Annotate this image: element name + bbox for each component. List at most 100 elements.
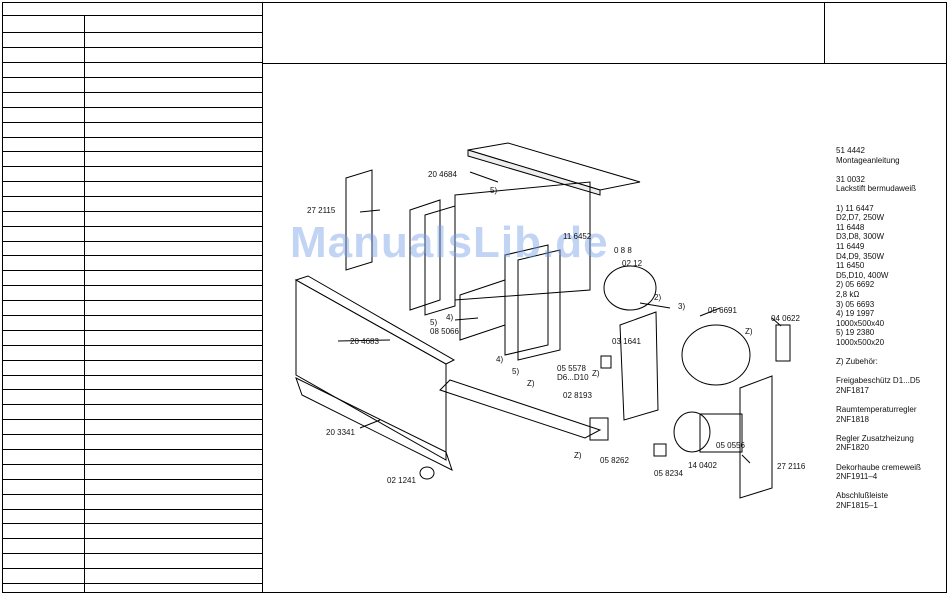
callout-zd: Z) bbox=[574, 451, 582, 460]
parts-legend-line: Abschlußleiste bbox=[836, 491, 889, 501]
knob-021241 bbox=[419, 466, 435, 480]
callout-0212: 02 12 bbox=[622, 259, 643, 268]
parts-legend-line: Dekorhaube cremeweiß bbox=[836, 462, 921, 472]
callout-085066: 08 5066 bbox=[430, 327, 459, 336]
connector-058234 bbox=[653, 443, 667, 457]
table-row bbox=[2, 181, 262, 182]
callout-140402: 14 0402 bbox=[688, 461, 717, 470]
parts-legend-line: D2,D7, 250W bbox=[836, 213, 885, 223]
callout-058262: 05 8262 bbox=[600, 456, 629, 465]
callout-5a: 5) bbox=[490, 186, 498, 195]
table-row bbox=[2, 300, 262, 301]
parts-legend-line: Freigabeschütz D1...D5 bbox=[836, 376, 921, 386]
parts-legend-line bbox=[836, 453, 946, 463]
table-row bbox=[2, 330, 262, 331]
table-row bbox=[2, 62, 262, 63]
table-row bbox=[2, 166, 262, 167]
title-block-divider bbox=[824, 2, 825, 64]
table-row bbox=[2, 255, 262, 256]
parts-legend-line: 2,8 kΩ bbox=[836, 289, 860, 299]
bottom-rail bbox=[439, 379, 602, 439]
top-cover bbox=[467, 142, 641, 191]
callout-055578: 05 5578 bbox=[557, 364, 586, 373]
switch-055578 bbox=[600, 355, 612, 369]
table-row bbox=[2, 479, 262, 480]
table-row bbox=[2, 404, 262, 405]
title-block bbox=[263, 2, 947, 64]
callout-058: 0 8 8 bbox=[614, 246, 632, 255]
watermark: ManualsLib.de bbox=[290, 218, 609, 267]
callout-5c: 5) bbox=[512, 367, 520, 376]
table-row bbox=[2, 137, 262, 138]
parts-legend-line: 2NF1911–4 bbox=[836, 472, 878, 482]
table-row bbox=[2, 151, 262, 152]
parts-legend-line: 1000x500x40 bbox=[836, 318, 885, 328]
table-row bbox=[2, 92, 262, 93]
callout-204683: 20 4683 bbox=[350, 337, 379, 346]
parts-index-table bbox=[2, 2, 263, 593]
parts-legend-line: D4,D9, 350W bbox=[836, 251, 885, 261]
parts-legend-line bbox=[836, 347, 946, 357]
table-row bbox=[2, 419, 262, 420]
parts-legend-line: D3,D8, 300W bbox=[836, 232, 885, 242]
table-row bbox=[2, 32, 262, 33]
exploded-view-drawing bbox=[294, 142, 791, 499]
terminal-block bbox=[775, 324, 791, 362]
callout-2a: 2) bbox=[654, 293, 662, 302]
table-row bbox=[2, 568, 262, 569]
controller-bracket bbox=[619, 311, 659, 421]
parts-legend-line: 51 4442 bbox=[836, 146, 865, 155]
table-row bbox=[2, 345, 262, 346]
parts-legend-line bbox=[836, 194, 946, 204]
callout-040622: 04 0622 bbox=[771, 314, 800, 323]
table-row bbox=[2, 77, 262, 78]
table-row bbox=[2, 211, 262, 212]
table-row bbox=[2, 47, 262, 48]
parts-legend-line: Lackstift bermudaweiß bbox=[836, 184, 917, 194]
table-row bbox=[2, 523, 262, 524]
table-row bbox=[2, 107, 262, 108]
table-row bbox=[2, 375, 262, 376]
table-row bbox=[2, 15, 262, 16]
parts-legend-line: D5,D10, 400W bbox=[836, 270, 889, 280]
parts-legend-line: 3) 05 6693 bbox=[836, 299, 875, 309]
front-grille bbox=[295, 377, 453, 471]
callout-4b: 4) bbox=[496, 355, 504, 364]
table-row bbox=[2, 241, 262, 242]
parts-legend-line bbox=[836, 395, 946, 405]
parts-legend-line: Regler Zusatzheizung bbox=[836, 433, 914, 443]
detail-circle-regulator bbox=[681, 324, 751, 386]
parts-legend-line: 2NF1815–1 bbox=[836, 500, 878, 510]
callout-d6d10: D6...D10 bbox=[557, 373, 589, 382]
callout-204684: 20 4684 bbox=[428, 170, 457, 179]
callout-028193: 02 8193 bbox=[563, 391, 592, 400]
callout-zc: Z) bbox=[527, 379, 535, 388]
parts-legend-line: 4) 19 1997 bbox=[836, 309, 875, 319]
table-row bbox=[2, 553, 262, 554]
parts-legend-line: 2NF1817 bbox=[836, 385, 869, 395]
parts-legend-line: Raumtemperaturregler bbox=[836, 405, 917, 415]
table-row bbox=[2, 226, 262, 227]
table-row bbox=[2, 122, 262, 123]
parts-legend-line: 31 0032 bbox=[836, 174, 865, 184]
callout-4a: 4) bbox=[446, 313, 454, 322]
parts-legend-line: 5) 19 2380 bbox=[836, 328, 875, 338]
fan-motor bbox=[673, 411, 711, 453]
callout-050556: 05 0556 bbox=[716, 441, 745, 450]
table-row bbox=[2, 360, 262, 361]
callout-056691: 05 6691 bbox=[708, 306, 737, 315]
parts-legend-line bbox=[836, 482, 946, 492]
table-row bbox=[2, 315, 262, 316]
parts-legend-line bbox=[836, 424, 946, 434]
table-row bbox=[2, 270, 262, 271]
side-panel-right bbox=[739, 375, 773, 499]
parts-legend-line: Montageanleitung bbox=[836, 155, 900, 165]
table-row bbox=[2, 389, 262, 390]
parts-legend-line bbox=[836, 165, 946, 175]
table-row bbox=[2, 434, 262, 435]
parts-legend-line: 11 6450 bbox=[836, 261, 865, 271]
callout-116452: 11 6452 bbox=[563, 232, 592, 241]
parts-legend-line: 2) 05 6692 bbox=[836, 280, 875, 290]
